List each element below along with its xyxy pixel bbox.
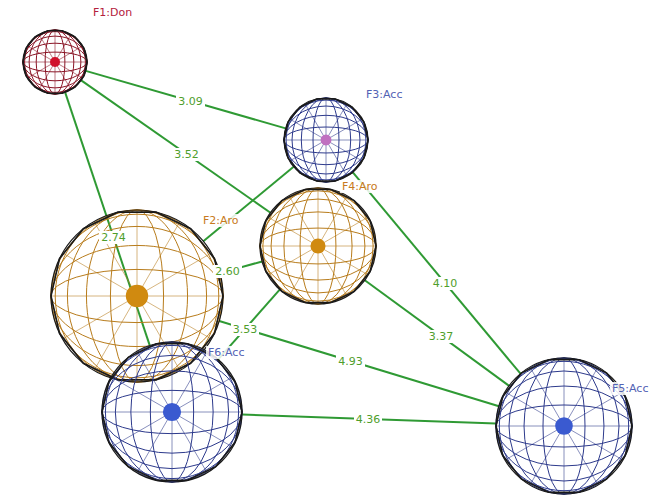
- feature-label: F3:Acc: [364, 88, 404, 101]
- distance-line: [219, 321, 499, 406]
- distance-line: [353, 172, 521, 373]
- distance-label: 3.09: [176, 95, 205, 108]
- distance-label: 3.52: [172, 148, 201, 161]
- distance-label: 4.10: [431, 277, 460, 290]
- feature-label: F2:Aro: [201, 214, 241, 227]
- wireframe-sphere: [102, 342, 242, 482]
- distance-label: 4.36: [354, 413, 383, 426]
- feature-label: F5:Acc: [610, 382, 650, 395]
- distance-label: 4.93: [336, 355, 365, 368]
- wireframe-sphere: [496, 358, 632, 494]
- distance-label: 3.53: [231, 323, 260, 336]
- wireframe-sphere: [23, 30, 87, 94]
- wireframe-sphere: [260, 188, 376, 304]
- pharmacophore-sphere: F6:Acc: [102, 342, 242, 482]
- pharmacophore-sphere: F4:Aro: [260, 188, 376, 304]
- feature-label: F6:Acc: [206, 346, 246, 359]
- distance-label: 2.74: [99, 231, 128, 244]
- feature-label: F1:Don: [91, 6, 134, 19]
- pharmacophore-sphere: F3:Acc: [284, 98, 368, 182]
- pharmacophore-sphere: F1:Don: [23, 30, 87, 94]
- distance-label: 3.37: [427, 330, 456, 343]
- distance-line: [86, 71, 286, 129]
- distance-label: 2.60: [213, 265, 242, 278]
- distance-line: [81, 80, 270, 212]
- wireframe-sphere: [284, 98, 368, 182]
- feature-label: F4:Aro: [340, 180, 380, 193]
- pharmacophore-sphere: F5:Acc: [496, 358, 632, 494]
- distance-line: [365, 280, 509, 386]
